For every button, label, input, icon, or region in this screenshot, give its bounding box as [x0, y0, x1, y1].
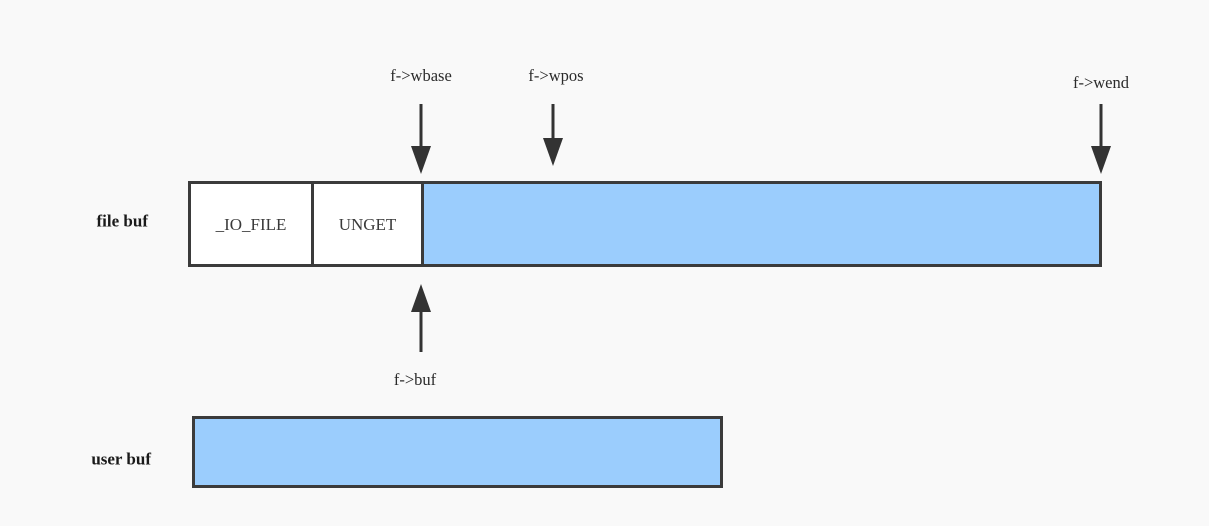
segment-write-area [424, 184, 1099, 264]
row-label-file-buf: file buf [96, 211, 148, 231]
segment-user-data [195, 419, 720, 485]
segment-unget-label: UNGET [338, 214, 397, 234]
file-buf-bar: _IO_FILE UNGET [188, 181, 1102, 267]
pointer-label-wpos: f->wpos [528, 66, 584, 85]
segment-unget: UNGET [314, 184, 424, 264]
pointer-arrow-wbase-icon [411, 104, 431, 174]
row-label-user-buf: user buf [91, 449, 151, 469]
pointer-arrow-buf-icon [411, 284, 431, 352]
segment-io-file: _IO_FILE [191, 184, 314, 264]
pointer-arrow-wpos-icon [543, 104, 563, 166]
segment-io-file-label: _IO_FILE [215, 214, 287, 234]
pointer-label-buf: f->buf [393, 370, 437, 389]
pointer-label-wend: f->wend [1072, 73, 1130, 92]
pointer-label-wbase: f->wbase [390, 66, 452, 85]
user-buf-bar [192, 416, 723, 488]
pointer-arrow-wend-icon [1091, 104, 1111, 174]
